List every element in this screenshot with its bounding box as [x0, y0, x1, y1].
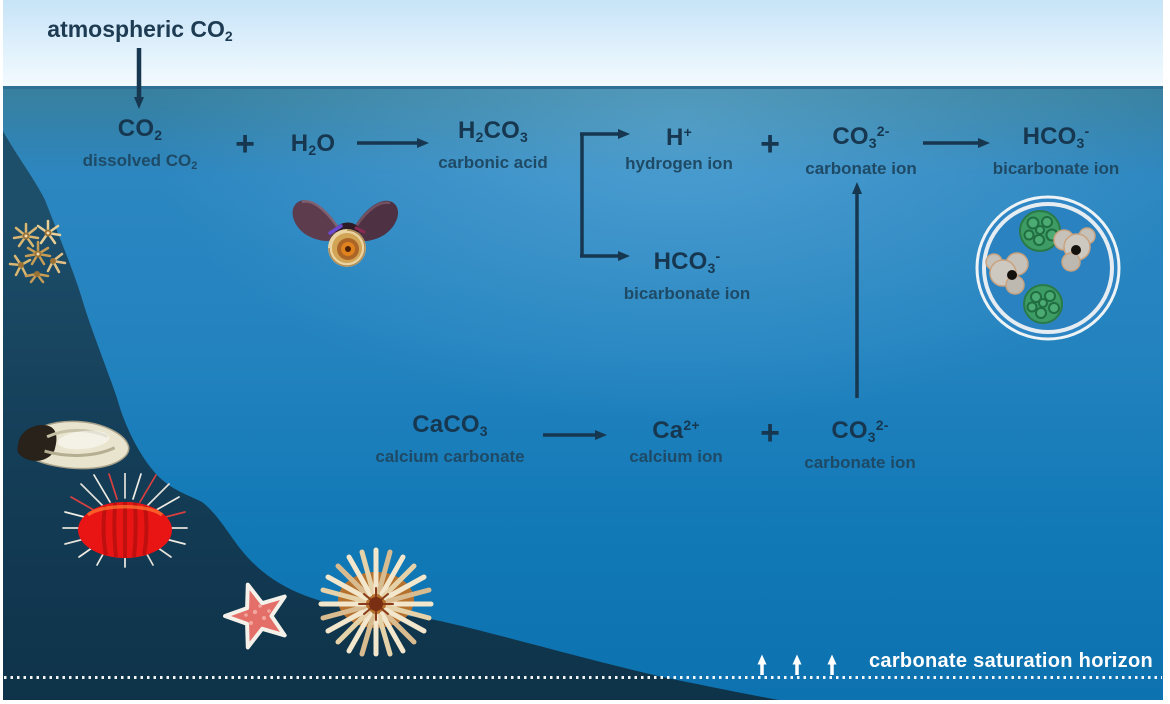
- co3-formula: CO32-: [832, 123, 890, 151]
- foraminifera-icon: [985, 252, 1029, 295]
- pteropod-illustration: [292, 200, 398, 267]
- plus-operator: +: [760, 414, 780, 452]
- carbonate-ion-caption: carbonate ion: [805, 159, 917, 178]
- carbonic-acid-block: H2CO3 carbonic acid: [438, 118, 548, 173]
- h-ion-formula: H+: [666, 124, 692, 151]
- hydrogen-ion-block: H+ hydrogen ion: [625, 119, 733, 174]
- coral-cluster-illustration: [8, 219, 67, 284]
- co3-formula: CO32-: [831, 417, 889, 445]
- page-margin: [0, 700, 1170, 704]
- calcium-ion-block: Ca2+ calcium ion: [629, 412, 723, 467]
- carbonate-ion-caption: carbonate ion: [804, 453, 916, 472]
- dissolved-co2-block: CO2 dissolved CO2: [83, 116, 198, 176]
- h2co3-formula: H2CO3: [458, 117, 528, 146]
- plus-operator: +: [235, 125, 255, 163]
- sky-band: [0, 0, 1170, 86]
- starfish-illustration: [223, 582, 287, 650]
- plus-operator: +: [760, 125, 780, 163]
- ca-ion-formula: Ca2+: [652, 417, 700, 444]
- hco3-formula: HCO3-: [653, 248, 721, 276]
- bicarbonate-ion-caption: bicarbonate ion: [992, 159, 1120, 178]
- page-margin: [0, 0, 3, 704]
- foraminifera-icon: [1053, 227, 1096, 272]
- page-margin: [1163, 0, 1170, 704]
- calcium-carbonate-block: CaCO3 calcium carbonate: [375, 412, 524, 467]
- coccolithophore-icon: [1023, 284, 1063, 324]
- calcium-carbonate-caption: calcium carbonate: [375, 447, 525, 466]
- carbonate-saturation-horizon-label: carbonate saturation horizon: [869, 650, 1153, 672]
- coccolithophore-icon: [1019, 210, 1061, 252]
- tan-urchin-illustration: [318, 547, 434, 657]
- plankton-dish-illustration: [975, 195, 1121, 341]
- red-urchin-illustration: [62, 473, 188, 568]
- bicarbonate-branch-block: HCO3- bicarbonate ion: [624, 243, 751, 304]
- co2-formula: CO2: [117, 115, 163, 144]
- carbonic-acid-caption: carbonic acid: [438, 153, 548, 172]
- calcium-ion-caption: calcium ion: [629, 447, 723, 466]
- hco3-formula: HCO3-: [1022, 123, 1090, 151]
- bicarbonate-ion-caption: bicarbonate ion: [623, 284, 751, 303]
- dissolved-co2-caption: dissolved CO2: [82, 151, 198, 172]
- atmospheric-co2-label: atmospheric CO2: [47, 16, 233, 44]
- oyster-illustration: [17, 420, 130, 470]
- carbonate-ion-block-bottom: CO32- carbonate ion: [804, 412, 915, 473]
- carbonate-ion-block-top: CO32- carbonate ion: [805, 118, 916, 179]
- saturation-horizon-dotted-line: [4, 676, 1162, 679]
- hydrogen-ion-caption: hydrogen ion: [625, 154, 733, 173]
- caco3-formula: CaCO3: [412, 411, 488, 440]
- h2o-formula: H2O: [290, 130, 336, 159]
- bicarbonate-product-block: HCO3- bicarbonate ion: [993, 118, 1120, 179]
